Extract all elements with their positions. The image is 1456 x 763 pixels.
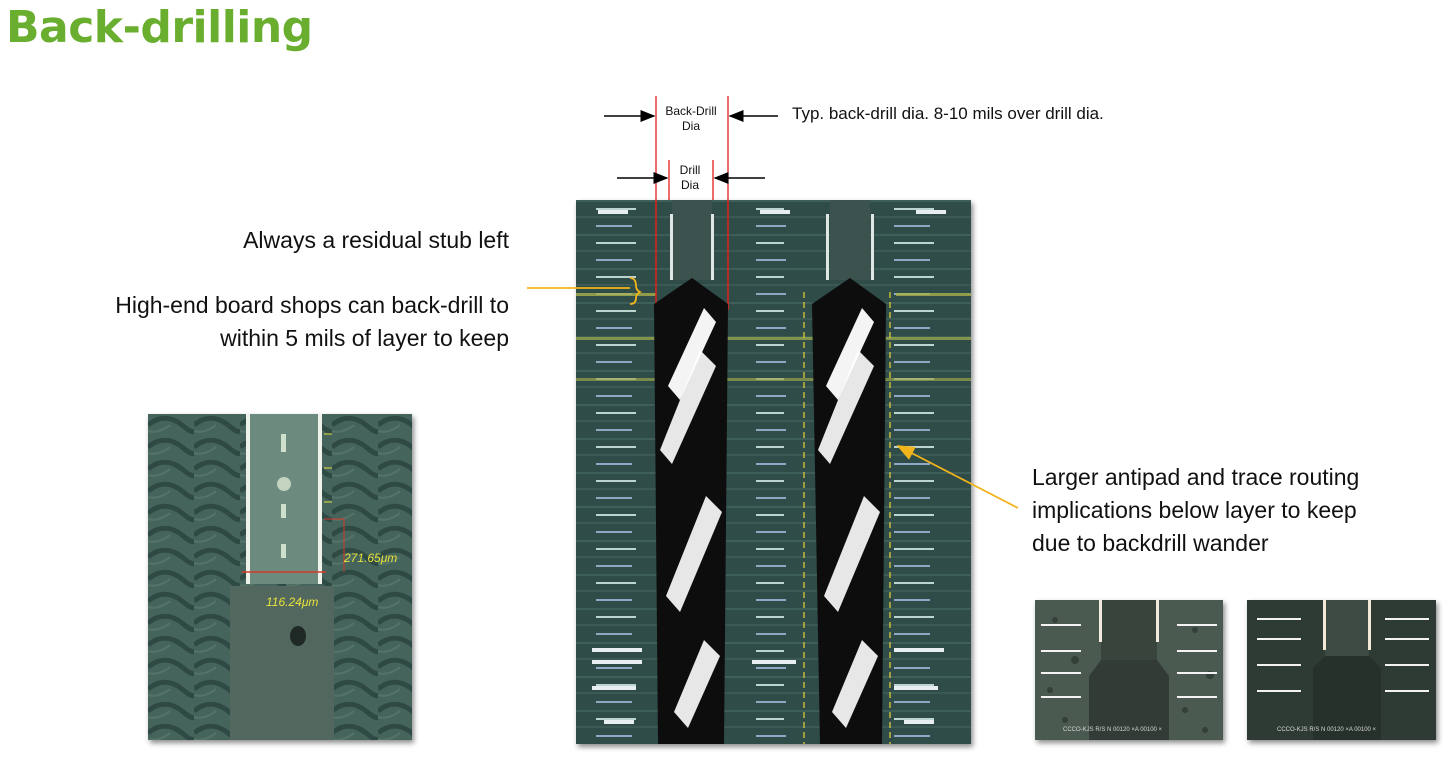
board-drill-illustration bbox=[576, 200, 971, 744]
page-title: Back-drilling bbox=[6, 2, 313, 53]
drill-dia-label: Drill Dia bbox=[668, 163, 712, 193]
stub-callout: Always a residual stub left bbox=[150, 224, 509, 257]
micrograph-caption-right: CCCO-KJS R/S N 00120 ×A 00100 × bbox=[1277, 727, 1377, 733]
drill-bit-left bbox=[654, 278, 728, 744]
drill-dia-line-2: Dia bbox=[680, 178, 699, 192]
typ-backdrill-note: Typ. back-drill dia. 8-10 mils over dril… bbox=[792, 104, 1104, 123]
vertical-measurement: 271.65μm bbox=[343, 551, 397, 565]
back-drill-dia-line-1: Back-Drill bbox=[665, 104, 717, 118]
micrograph-image: 271.65μm 116.24μm bbox=[148, 414, 412, 740]
back-drill-dia-line-2: Dia bbox=[681, 119, 700, 133]
horizontal-measurement: 116.24μm bbox=[266, 595, 318, 609]
antipad-line-2: implications below layer to keep bbox=[1032, 497, 1357, 523]
backdrill-cross-section-micrograph: 271.65μm 116.24μm bbox=[148, 414, 412, 740]
micrograph-caption-left: CCCO-KJS R/S N 00120 ×A 00100 × bbox=[1063, 727, 1163, 733]
stub-callout-text: Always a residual stub left bbox=[243, 227, 509, 253]
drill-dia-line-1: Drill bbox=[679, 163, 701, 177]
back-drill-dia-label: Back-Drill Dia bbox=[655, 104, 727, 134]
high-end-line-1: High-end board shops can back-drill to bbox=[115, 292, 509, 318]
micrograph-backdrill-right: CCCO-KJS R/S N 00120 ×A 00100 × bbox=[1247, 600, 1436, 740]
antipad-callout: Larger antipad and trace routing implica… bbox=[1032, 461, 1452, 560]
drill-bit-right bbox=[812, 278, 886, 744]
board-cross-section-diagram bbox=[576, 200, 971, 744]
antipad-line-3: due to backdrill wander bbox=[1032, 530, 1269, 556]
micrograph-backdrill-left: CCCO-KJS R/S N 00120 ×A 00100 × bbox=[1035, 600, 1223, 740]
high-end-callout: High-end board shops can back-drill to w… bbox=[20, 289, 509, 355]
antipad-line-1: Larger antipad and trace routing bbox=[1032, 464, 1360, 490]
high-end-line-2: within 5 mils of layer to keep bbox=[220, 325, 509, 351]
